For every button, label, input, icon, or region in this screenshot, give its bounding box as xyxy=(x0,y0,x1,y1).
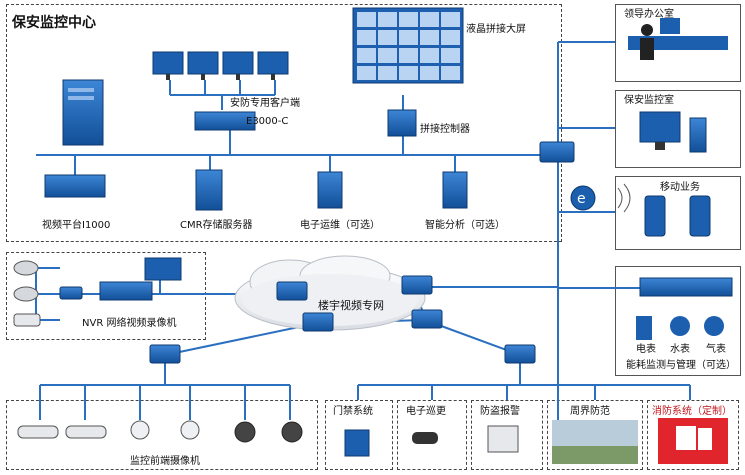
network-label: 楼宇视频专网 xyxy=(318,299,384,312)
center-group-box xyxy=(6,4,562,242)
svg-text:e: e xyxy=(577,191,586,207)
subsystem-alarm-label: 防盗报警 xyxy=(480,406,520,417)
front-group-box xyxy=(6,400,318,470)
video-platform-device xyxy=(44,174,106,198)
client-model-label: E3000-C xyxy=(246,116,289,127)
analytics-label: 智能分析（可选） xyxy=(425,220,505,231)
center-title: 保安监控中心 xyxy=(12,15,96,31)
leader-office-box xyxy=(615,4,741,82)
video-wall xyxy=(352,7,464,84)
nvr-group-box xyxy=(6,252,206,340)
subsystem-patrol-label: 电子巡更 xyxy=(406,406,446,417)
video-wall-label: 液晶拼接大屏 xyxy=(466,24,526,35)
mobile-phones xyxy=(644,195,711,237)
fire-alarm-icon xyxy=(676,426,712,450)
cmr-label: CMR存储服务器 xyxy=(180,220,253,231)
network-lines xyxy=(35,41,691,440)
subsystem-box-patrol xyxy=(397,400,467,470)
subsystem-fire-label: 消防系统（定制） xyxy=(652,406,732,417)
energy-label: 能耗监测与管理（可选） xyxy=(626,360,736,371)
client-device xyxy=(194,111,256,131)
subsystem-access-label: 门禁系统 xyxy=(333,406,373,417)
security-room-illustration xyxy=(639,111,707,153)
tower-server xyxy=(62,79,104,146)
splice-controller-device xyxy=(387,109,417,137)
ops-label: 电子运维（可选） xyxy=(300,220,380,231)
splice-controller-label: 拼接控制器 xyxy=(420,124,470,135)
leader-office-label: 领导办公室 xyxy=(624,9,674,20)
cmr-server-device xyxy=(195,169,223,211)
subsystem-box-alarm xyxy=(471,400,543,470)
meter-gas-label: 气表 xyxy=(706,344,726,355)
front-cameras xyxy=(17,420,303,443)
subsystem-box-perimeter xyxy=(547,400,643,470)
front-cameras-label: 监控前端摄像机 xyxy=(130,456,200,467)
client-label: 安防专用客户端 xyxy=(230,98,300,109)
video-platform-label: 视频平台I1000 xyxy=(42,220,111,231)
nvr-devices xyxy=(13,257,182,327)
security-room-label: 保安监控室 xyxy=(624,95,674,106)
subsystem-perimeter-label: 周界防范 xyxy=(570,406,610,417)
energy-gateway xyxy=(636,277,733,340)
meter-water-label: 水表 xyxy=(670,344,690,355)
fire-system-panel xyxy=(658,418,728,464)
switches xyxy=(59,141,575,364)
mobile-label: 移动业务 xyxy=(660,182,700,193)
ops-server-device xyxy=(317,171,343,209)
analytics-server-device xyxy=(442,171,468,209)
mobile-box xyxy=(615,176,741,250)
mobile-network-icon: e xyxy=(570,183,631,213)
energy-box xyxy=(615,266,741,376)
security-room-box xyxy=(615,90,741,168)
subsystem-box-access xyxy=(325,400,393,470)
meter-electric-label: 电表 xyxy=(636,344,656,355)
leader-office-illustration xyxy=(628,18,728,60)
subsystem-icons xyxy=(344,420,638,464)
nvr-label: NVR 网络视频录像机 xyxy=(82,318,177,329)
client-monitors xyxy=(152,51,289,80)
subsystem-box-fire xyxy=(647,400,739,470)
